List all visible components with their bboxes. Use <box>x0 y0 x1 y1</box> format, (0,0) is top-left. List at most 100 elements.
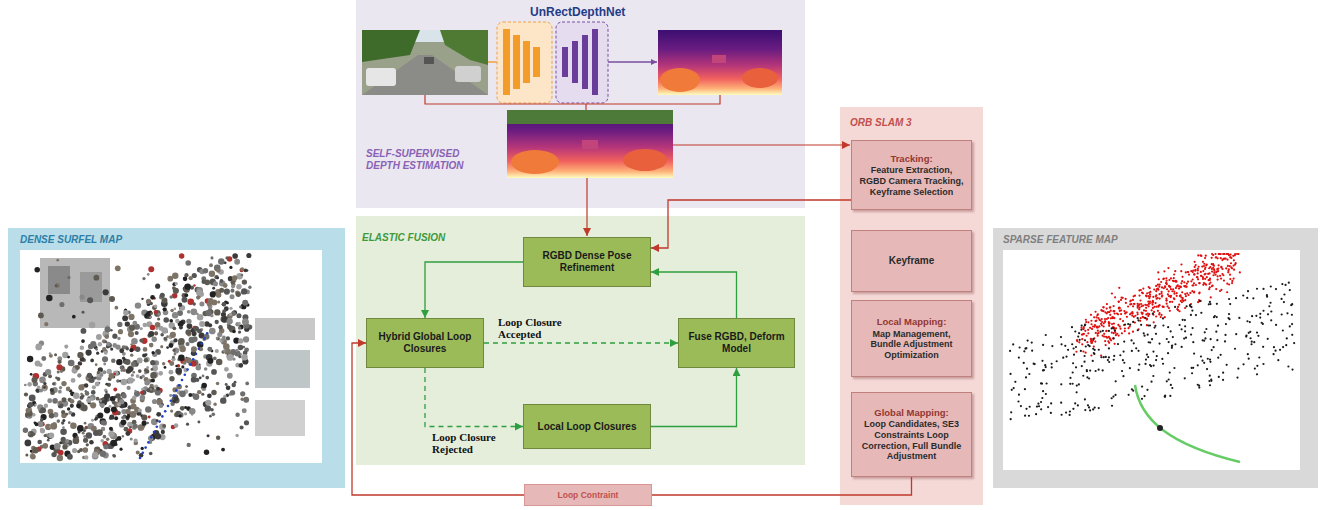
input-image <box>362 30 488 95</box>
surfel-point <box>120 402 123 405</box>
feature-point <box>1117 324 1119 326</box>
feature-point <box>1092 340 1094 342</box>
feature-point <box>1108 322 1110 324</box>
surfel-point <box>82 384 85 387</box>
feature-point <box>1148 303 1150 305</box>
feature-point <box>1129 300 1131 302</box>
surfel-point <box>178 354 185 361</box>
surfel-point <box>174 308 177 311</box>
surfel-point <box>92 385 96 389</box>
feature-point <box>1134 295 1136 297</box>
surfel-point <box>61 437 66 442</box>
surfel-point <box>172 394 175 397</box>
surfel-point <box>78 400 81 403</box>
surfel-point <box>163 317 169 323</box>
feature-point <box>1139 306 1141 308</box>
module-title: Keyframe <box>889 255 935 267</box>
feature-point <box>1140 317 1142 319</box>
surfel-point <box>45 424 51 430</box>
feature-point <box>1132 390 1134 392</box>
surfel-point <box>100 418 107 425</box>
feature-point <box>1185 337 1187 339</box>
feature-point <box>1122 297 1124 299</box>
surfel-point <box>214 265 221 272</box>
feature-point <box>1177 306 1179 308</box>
surfel-point <box>191 350 197 356</box>
feature-point <box>1207 358 1209 360</box>
surfel-point <box>172 387 177 392</box>
feature-point <box>1175 280 1177 282</box>
feature-point <box>1093 345 1095 347</box>
feature-point <box>1161 358 1163 360</box>
feature-point <box>1158 305 1160 307</box>
surfel-point <box>150 312 153 315</box>
feature-point <box>1216 270 1218 272</box>
feature-point <box>1169 301 1171 303</box>
feature-point <box>1041 360 1043 362</box>
feature-point <box>1174 270 1176 272</box>
surfel-point <box>96 352 99 355</box>
feature-point <box>1173 273 1175 275</box>
feature-point <box>1147 301 1149 303</box>
feature-point <box>1193 273 1195 275</box>
surfel-point <box>216 435 220 439</box>
feature-point <box>1042 390 1044 392</box>
surfel-point <box>38 313 44 319</box>
surfel-point <box>212 291 216 295</box>
feature-point <box>1144 317 1146 319</box>
surfel-point <box>209 303 212 306</box>
surfel-point <box>154 360 159 365</box>
feature-point <box>1178 324 1180 326</box>
surfel-point <box>192 336 198 342</box>
feature-point <box>1262 346 1264 348</box>
surfel-point <box>216 277 219 280</box>
surfel-point <box>149 440 153 444</box>
feature-point <box>1226 283 1228 285</box>
feature-point <box>1056 360 1058 362</box>
feature-point <box>1081 338 1083 340</box>
surfel-point <box>72 368 78 374</box>
feature-point <box>1171 290 1173 292</box>
feature-point <box>1179 294 1181 296</box>
surfel-point <box>184 389 189 394</box>
surfel-point <box>211 390 216 395</box>
feature-point <box>1082 350 1084 352</box>
feature-point <box>1277 359 1279 361</box>
feature-point <box>1090 338 1092 340</box>
feature-point <box>1138 308 1140 310</box>
surfel-point <box>244 327 249 332</box>
surfel-point <box>87 396 91 400</box>
feature-point <box>1110 310 1112 312</box>
feature-point <box>1256 373 1258 375</box>
surfel-point <box>48 374 52 378</box>
art-shape <box>503 29 510 95</box>
surfel-point <box>196 287 203 294</box>
surfel-point <box>145 353 148 356</box>
surfel-point <box>112 375 115 378</box>
feature-point <box>1194 269 1196 271</box>
surfel-point <box>175 282 178 285</box>
feature-point <box>1187 271 1189 273</box>
feature-point <box>1262 363 1264 365</box>
surfel-point <box>227 325 232 330</box>
feature-point <box>1151 309 1153 311</box>
surfel-point <box>170 332 176 338</box>
feature-point <box>1090 354 1092 356</box>
feature-point <box>1154 302 1156 304</box>
feature-point <box>1159 304 1161 306</box>
surfel-point <box>145 369 149 373</box>
feature-point <box>1155 295 1157 297</box>
surfel-point <box>130 353 133 356</box>
feature-point <box>1217 278 1219 280</box>
surfel-point <box>209 313 212 316</box>
feature-point <box>1101 318 1103 320</box>
feature-point <box>1051 363 1053 365</box>
feature-point <box>1170 288 1172 290</box>
feature-point <box>1203 340 1205 342</box>
feature-point <box>1024 388 1026 390</box>
feature-point <box>1146 318 1148 320</box>
surfel-point <box>42 385 48 391</box>
panel-heading: DENSE SURFEL MAP <box>20 234 122 246</box>
surfel-point <box>205 405 211 411</box>
feature-point <box>1216 303 1218 305</box>
